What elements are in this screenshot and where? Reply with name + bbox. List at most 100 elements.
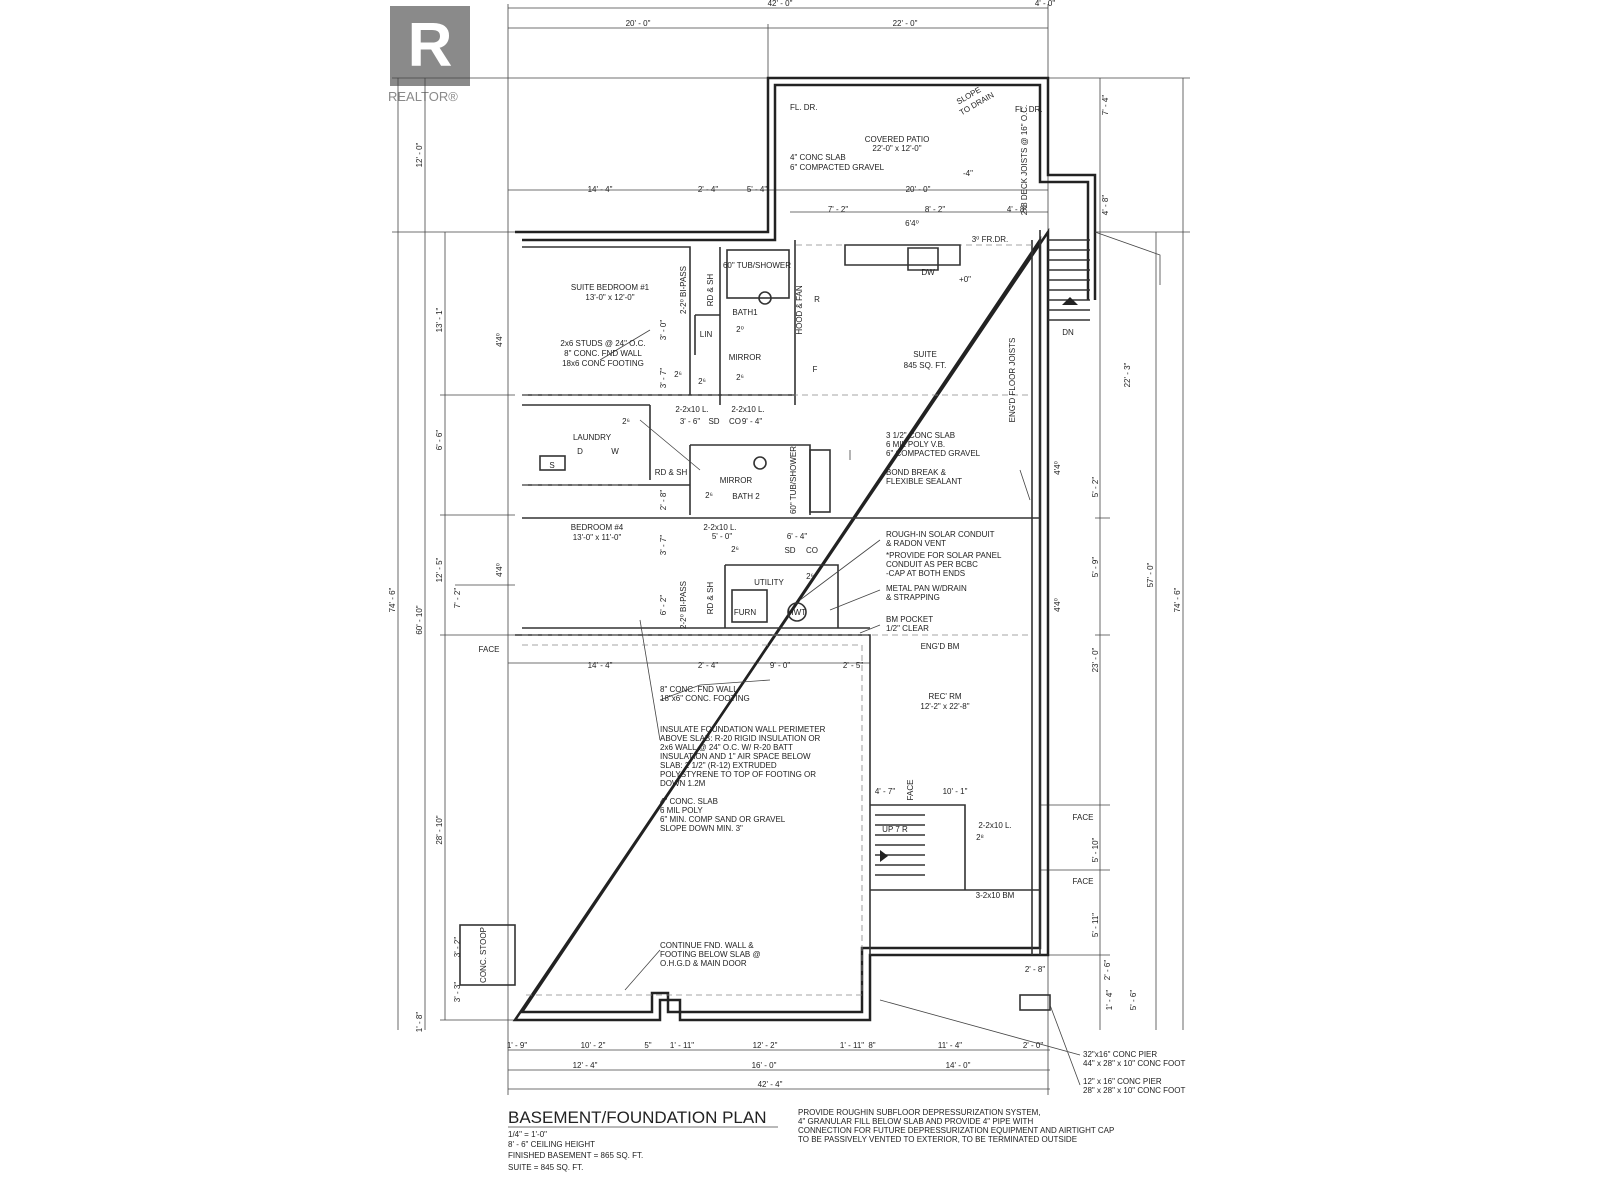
plan-label: 2x6 WALL @ 24" O.C. W/ R-20 BATT xyxy=(660,743,793,752)
plan-label: 2-2x10 L. xyxy=(731,405,764,414)
plan-label: 4'4⁰ xyxy=(1053,461,1062,475)
plan-label: 12" x 16" CONC PIER xyxy=(1083,1077,1162,1086)
plan-label: METAL PAN W/DRAIN xyxy=(886,584,967,593)
plan-label: SUITE xyxy=(913,350,937,359)
plan-labels: 42' - 0"4' - 0"20' - 0"22' - 0"12' - 0"7… xyxy=(388,0,1185,1095)
plan-label: 2x8 DECK JOISTS @ 16" O.C. xyxy=(1020,105,1029,216)
dimension-label: 57' - 0" xyxy=(1146,562,1155,587)
ceiling-height: 8' - 6" CEILING HEIGHT xyxy=(508,1140,595,1149)
plan-label: 3⁰ FR.DR. xyxy=(972,235,1009,244)
plan-label: FACE xyxy=(1073,877,1094,886)
dimension-label: 9' - 0" xyxy=(770,661,791,670)
plan-label: SD xyxy=(784,546,795,555)
dimension-label: 2' - 4" xyxy=(698,661,719,670)
dimension-label: 12' - 0" xyxy=(415,142,424,167)
plan-label: O.H.G.D & MAIN DOOR xyxy=(660,959,747,968)
plan-label: 8" CONC. FND WALL xyxy=(660,685,738,694)
exterior-walls xyxy=(512,76,1097,1022)
dimension-label: 7' - 2" xyxy=(828,205,849,214)
plan-label: 2⁶ xyxy=(622,417,630,426)
plan-label: LIN xyxy=(700,330,713,339)
plan-label: UTILITY xyxy=(754,578,784,587)
plan-label: ENG'D BM xyxy=(921,642,960,651)
plan-label: 4" CONC SLAB xyxy=(790,153,846,162)
dimension-label: 3' - 3" xyxy=(453,982,462,1003)
plan-label: CONC. STOOP xyxy=(479,927,488,983)
plan-label: 28" x 28" x 10" CONC FOOT xyxy=(1083,1086,1185,1095)
plan-label: MIRROR xyxy=(729,353,762,362)
plan-label: SLAB: 2 1/2" (R-12) EXTRUDED xyxy=(660,761,777,770)
plan-label: 2⁰ xyxy=(736,325,744,334)
plan-label: HWT xyxy=(788,608,806,617)
dimension-label: 3' - 2" xyxy=(453,937,462,958)
plan-label: FACE xyxy=(1073,813,1094,822)
plan-label: DOWN 1.2M xyxy=(660,779,706,788)
dimension-label: 4' - 8" xyxy=(1101,195,1110,216)
dimension-label: 5' - 2" xyxy=(1091,477,1100,498)
plan-label: FL. DR. xyxy=(790,103,818,112)
plan-label: 2-2⁰ BI-PASS xyxy=(679,581,688,629)
plan-label: CONTINUE FND. WALL & xyxy=(660,941,754,950)
plan-label: D xyxy=(577,447,583,456)
dimension-label: 5' - 11" xyxy=(1091,913,1100,937)
plan-label: 4'4⁰ xyxy=(1053,598,1062,612)
plan-label: REC' RM xyxy=(928,692,961,701)
plan-label: RD & SH xyxy=(655,468,688,477)
dimension-label: 22' - 0" xyxy=(893,19,918,28)
plan-label: CO xyxy=(729,417,741,426)
plan-label: & STRAPPING xyxy=(886,593,940,602)
dimension-label: 1' - 4" xyxy=(1105,990,1114,1011)
dimension-label: 22'-0" x 12'-0" xyxy=(872,144,921,153)
plan-label: 2⁶ xyxy=(806,572,814,581)
plan-label: BM POCKET xyxy=(886,615,933,624)
plan-label: 4" CONC. SLAB xyxy=(660,797,718,806)
plan-label: CONDUIT AS PER BCBC xyxy=(886,560,978,569)
plan-label: 32"x16" CONC PIER xyxy=(1083,1050,1157,1059)
plan-label: POLYSTYRENE TO TOP OF FOOTING OR xyxy=(660,770,816,779)
plan-label: 2⁶ xyxy=(736,373,744,382)
plan-label: 2-2x10 L. xyxy=(703,523,736,532)
interior-walls xyxy=(459,230,1161,1086)
dimension-label: 12'-2" x 22'-8" xyxy=(920,702,969,711)
plan-label: RD & SH xyxy=(706,274,715,307)
plan-label: 4'4⁰ xyxy=(495,563,504,577)
dimension-label: 5' - 6" xyxy=(1129,990,1138,1011)
plan-label: 3-2x10 BM xyxy=(976,891,1015,900)
suite-area: SUITE = 845 SQ. FT. xyxy=(508,1163,583,1172)
plan-label: -CAP AT BOTH ENDS xyxy=(886,569,965,578)
plan-label: 60" TUB/SHOWER xyxy=(789,446,798,514)
dimension-label: 10' - 2" xyxy=(581,1041,606,1050)
dimension-label: 13'-0" x 11'-0" xyxy=(573,533,622,542)
dimension-label: 2' - 4" xyxy=(698,185,719,194)
dimension-label: 12' - 5" xyxy=(435,557,444,582)
plan-label: 2-2x10 L. xyxy=(978,821,1011,830)
plan-label: BATH 2 xyxy=(732,492,760,501)
plan-label: ENG'D FLOOR JOISTS xyxy=(1008,338,1017,423)
dimension-label: 3' - 7" xyxy=(659,535,668,556)
plan-label: 1/2" CLEAR xyxy=(886,624,929,633)
dimension-label: 3' - 0" xyxy=(659,320,668,341)
dimension-label: 2' - 6" xyxy=(1103,960,1112,981)
plan-label: 6" COMPACTED GRAVEL xyxy=(790,163,885,172)
plan-label: 2⁶ xyxy=(698,377,706,386)
dimension-label: 28' - 10" xyxy=(435,815,444,844)
dimension-label: 3' - 7" xyxy=(659,368,668,389)
dimension-label: 42' - 4" xyxy=(758,1080,783,1089)
dimension-label: 60' - 10" xyxy=(415,605,424,634)
plan-label: RD & SH xyxy=(706,582,715,615)
dimension-label: 13'-0" x 12'-0" xyxy=(585,293,634,302)
plan-label: HOOD & FAN xyxy=(795,285,804,335)
depressurization-note: CONNECTION FOR FUTURE DEPRESSURIZATION E… xyxy=(798,1126,1114,1135)
dimension-label: 10' - 1" xyxy=(943,787,968,796)
dimension-label: 4' - 7" xyxy=(875,787,896,796)
plan-scale: 1/4" = 1'-0" xyxy=(508,1130,547,1139)
dimension-label: 2' - 5" xyxy=(843,661,864,670)
plan-label: 2⁶ xyxy=(731,545,739,554)
dimension-label: 12' - 4" xyxy=(573,1061,598,1070)
dimension-label: 2' - 0" xyxy=(1023,1041,1044,1050)
dimension-label: 1' - 11" xyxy=(840,1041,864,1050)
plan-label: 845 SQ. FT. xyxy=(904,361,947,370)
plan-label: *PROVIDE FOR SOLAR PANEL xyxy=(886,551,1002,560)
dimension-label: 5' - 10" xyxy=(1091,837,1100,862)
